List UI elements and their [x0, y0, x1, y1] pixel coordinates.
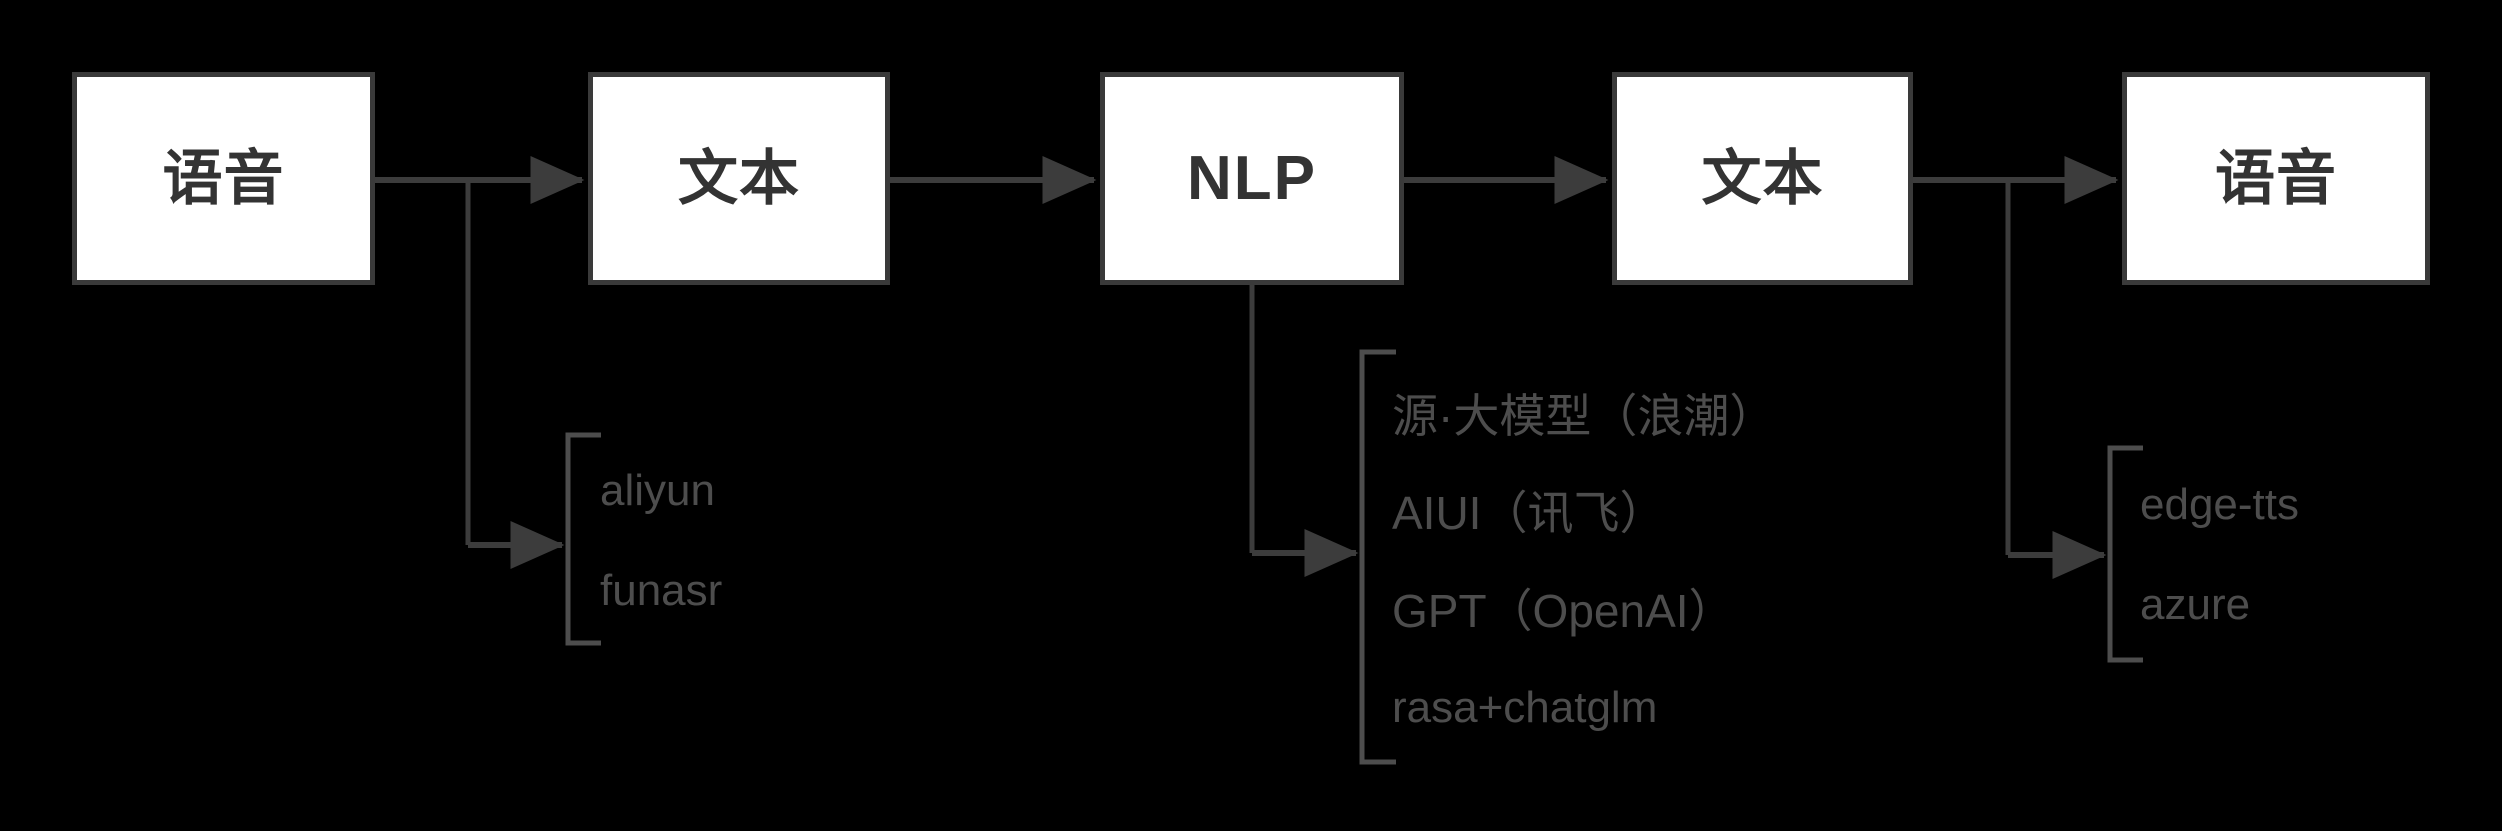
node-speech-in[interactable]: 语音 — [72, 72, 375, 285]
node-text-out[interactable]: 文本 — [1612, 72, 1913, 285]
node-nlp[interactable]: NLP — [1100, 72, 1404, 285]
bracket-nlp-engines — [1359, 349, 1396, 765]
node-text-in[interactable]: 文本 — [588, 72, 890, 285]
option-item-azure[interactable]: azure — [2140, 580, 2251, 629]
node-speech-out[interactable]: 语音 — [2122, 72, 2430, 285]
option-item-edge-tts[interactable]: edge-tts — [2140, 480, 2299, 529]
bracket-asr — [565, 432, 601, 646]
node-speech-in-label: 语音 — [162, 144, 285, 212]
node-nlp-label: NLP — [1187, 143, 1317, 213]
option-item-aiui[interactable]: AIUI（讯飞） — [1392, 487, 1666, 539]
option-item-rasa-chatglm[interactable]: rasa+chatglm — [1392, 683, 1658, 732]
node-text-in-label: 文本 — [678, 144, 800, 212]
node-speech-out-label: 语音 — [2215, 144, 2337, 212]
option-item-aliyun[interactable]: aliyun — [600, 466, 715, 515]
node-text-out-label: 文本 — [1701, 144, 1824, 212]
option-item-funasr[interactable]: funasr — [600, 566, 723, 615]
option-item-gpt[interactable]: GPT（OpenAI） — [1392, 585, 1735, 637]
option-item-yuan-llm[interactable]: 源·大模型（浪潮） — [1392, 390, 1776, 442]
bracket-tts — [2107, 445, 2143, 663]
